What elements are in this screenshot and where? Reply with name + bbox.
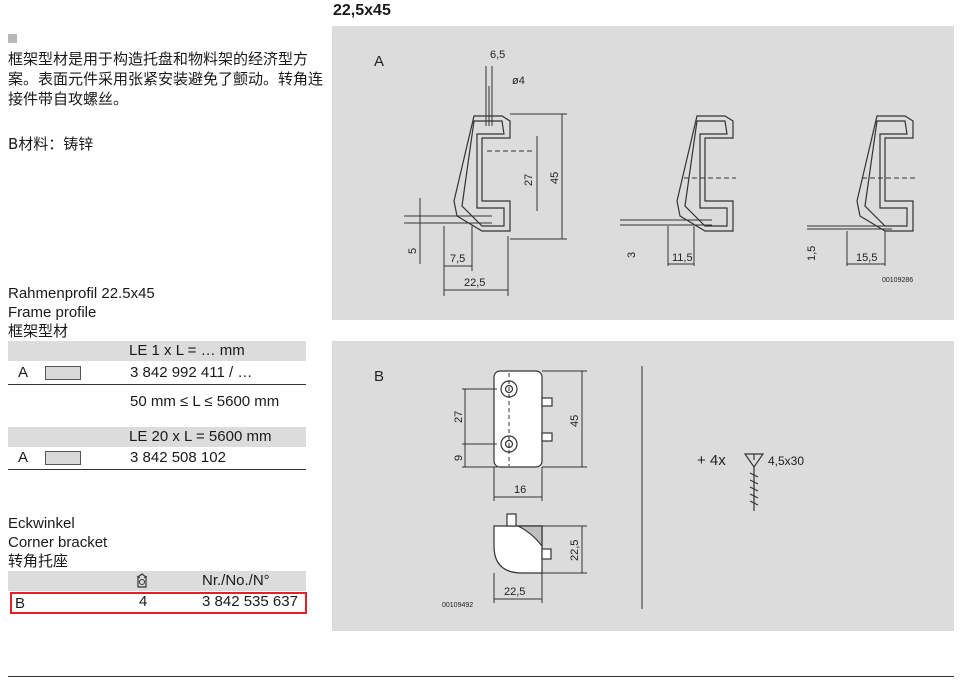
package-quantity-icon	[136, 573, 148, 588]
svg-text:22,5: 22,5	[569, 540, 581, 561]
frame-profile-name-de: Rahmenprofil 22.5x45	[8, 285, 155, 302]
table-row[interactable]: A 3 842 992 411 / …	[8, 362, 306, 384]
svg-text:3: 3	[626, 252, 638, 258]
corner-bracket-name-en: Corner bracket	[8, 534, 108, 551]
length-range: 50 mm ≤ L ≤ 5600 mm	[130, 393, 280, 410]
corner-bracket-labels: Eckwinkel Corner bracket 转角托座	[8, 514, 107, 571]
row-letter: A	[18, 364, 29, 381]
svg-text:5: 5	[407, 248, 419, 254]
svg-text:45: 45	[549, 172, 561, 184]
corner-bracket-name-de: Eckwinkel	[8, 515, 75, 532]
part-number: 3 842 535 637	[202, 593, 298, 610]
svg-text:ø4: ø4	[512, 75, 525, 87]
frame-table-header-2: LE 20 x L = 5600 mm	[8, 427, 306, 447]
bracket-side-view	[493, 513, 552, 574]
page-bottom-rule	[8, 676, 954, 677]
bracket-drawing-b: B 27 9 45 16 22,5 22,5 001	[374, 366, 804, 609]
material-text: B材料：铸锌	[8, 135, 94, 153]
svg-text:27: 27	[453, 411, 465, 423]
profile-cross-section-3	[856, 115, 914, 232]
part-number: 3 842 508 102	[130, 449, 226, 466]
svg-text:9: 9	[453, 455, 465, 461]
frame-profile-labels: Rahmenprofil 22.5x45 Frame profile 框架型材	[8, 284, 155, 341]
svg-text:11,5: 11,5	[672, 252, 693, 264]
drawing-panel-b: B 27 9 45 16 22,5 22,5 001	[332, 341, 954, 631]
table-row[interactable]: A 3 842 508 102	[8, 448, 306, 469]
row-letter: A	[18, 449, 29, 466]
description: 框架型材是用于构造托盘和物料架的经济型方案。表面元件采用张紧安装避免了颤动。转角…	[8, 50, 324, 108]
svg-text:15,5: 15,5	[856, 252, 877, 264]
drawing-code-b: 00109492	[442, 602, 473, 609]
svg-text:45: 45	[569, 415, 581, 427]
svg-text:6,5: 6,5	[490, 49, 505, 61]
bracket-table-header: Nr./No./N°	[8, 571, 306, 591]
profile-cross-section-1	[453, 115, 511, 232]
drawing-code-a: 00109286	[882, 277, 913, 284]
frame-profile-name-en: Frame profile	[8, 304, 97, 321]
profile-cross-section-2	[676, 115, 734, 232]
profile-swatch	[45, 366, 81, 380]
frame-profile-name-cn: 框架型材	[8, 323, 69, 340]
screw-size: 4,5x30	[768, 454, 804, 468]
svg-text:16: 16	[514, 484, 526, 496]
profile-drawing-a: A 6,5 ø4 27 45 5 7,5 22,5 11,5 3	[374, 49, 916, 296]
panel-label-b: B	[374, 368, 384, 385]
row-divider	[8, 469, 306, 470]
svg-text:27: 27	[523, 174, 535, 186]
panel-label-a: A	[374, 53, 384, 70]
screw-icon	[743, 453, 765, 511]
svg-text:22,5: 22,5	[464, 277, 485, 289]
corner-bracket-name-cn: 转角托座	[8, 553, 69, 570]
drawing-panel-a: A 6,5 ø4 27 45 5 7,5 22,5 11,5 3	[332, 26, 954, 320]
section-marker	[8, 34, 17, 43]
number-col-header: Nr./No./N°	[202, 572, 270, 589]
frame-table-header-1: LE 1 x L = … mm	[8, 341, 306, 361]
svg-text:7,5: 7,5	[450, 253, 465, 265]
table-row[interactable]: B 4 3 842 535 637	[10, 592, 307, 614]
svg-text:22,5: 22,5	[504, 586, 525, 598]
part-number: 3 842 992 411 / …	[130, 364, 253, 381]
bracket-top-view	[493, 370, 553, 468]
page-title: 22,5x45	[333, 2, 391, 19]
screw-count: + 4x	[697, 452, 726, 469]
svg-text:1,5: 1,5	[806, 246, 818, 261]
profile-swatch	[45, 451, 81, 465]
row-divider	[8, 384, 306, 385]
row-letter: B	[15, 595, 26, 612]
quantity: 4	[139, 593, 148, 610]
